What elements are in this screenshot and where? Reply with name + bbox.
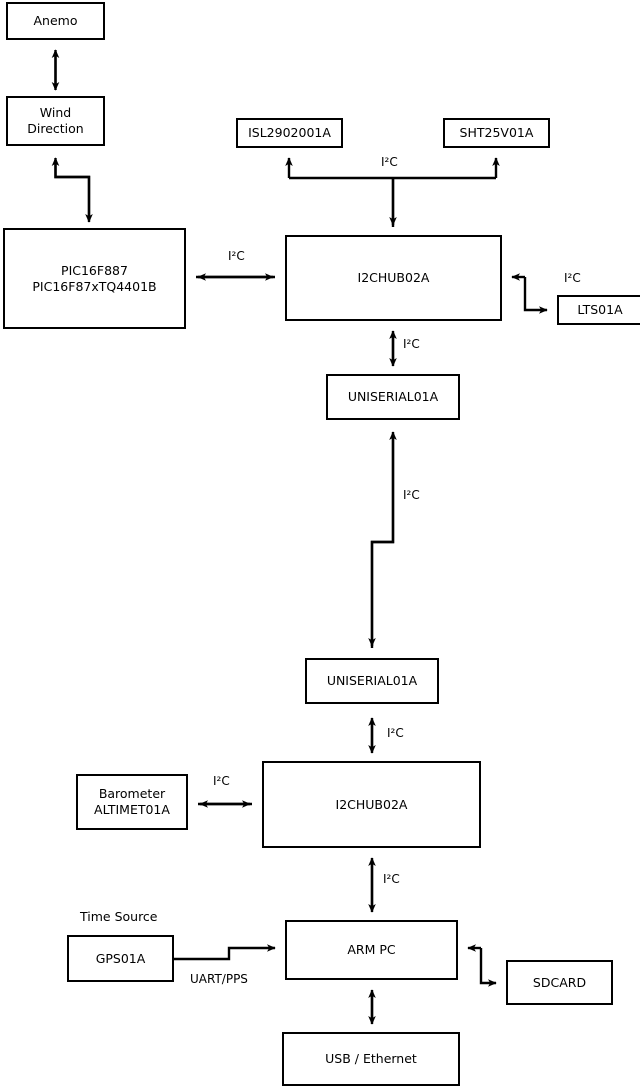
node-uniserial01a-top[interactable]: UNISERIAL01A (326, 374, 460, 420)
node-sdcard[interactable]: SDCARD (506, 960, 613, 1005)
node-anemo[interactable]: Anemo (6, 2, 105, 40)
label-i2c-hub-uniserial: I²C (403, 337, 420, 351)
label-i2c-pic-hub: I²C (228, 249, 245, 263)
wire-gps-armpc (174, 944, 276, 961)
node-arm-pc[interactable]: ARM PC (285, 920, 458, 980)
wire-armpc-sdcard (467, 944, 497, 987)
node-usb-ethernet[interactable]: USB / Ethernet (282, 1032, 460, 1086)
label-i2c-barometer: I²C (213, 774, 230, 788)
node-isl2902001a[interactable]: ISL2902001A (236, 118, 343, 148)
node-pic16f887[interactable]: PIC16F887 PIC16F87xTQ4401B (3, 228, 186, 329)
node-lts01a[interactable]: LTS01A (557, 295, 640, 325)
node-i2chub02a-bottom[interactable]: I2CHUB02A (262, 761, 481, 848)
node-gps01a[interactable]: GPS01A (67, 935, 174, 982)
label-i2c-lts: I²C (564, 271, 581, 285)
node-barometer-altimet01a[interactable]: Barometer ALTIMET01A (76, 774, 188, 830)
label-i2c-hubbot-armpc: I²C (383, 872, 400, 886)
label-i2c-uniserial-hubbot: I²C (387, 726, 404, 740)
node-wind-direction[interactable]: Wind Direction (6, 96, 105, 146)
node-uniserial01a-bottom[interactable]: UNISERIAL01A (305, 658, 439, 704)
label-time-source: Time Source (80, 909, 158, 924)
node-sht25v01a[interactable]: SHT25V01A (443, 118, 550, 148)
wire-uniserial-uniserial (368, 431, 397, 648)
label-i2c-uniserial-uniserial: I²C (403, 488, 420, 502)
label-i2c-bus-top: I²C (381, 155, 398, 169)
node-i2chub02a-top[interactable]: I2CHUB02A (285, 235, 502, 321)
label-uart-pps: UART/PPS (190, 972, 248, 986)
wire-hub-lts (511, 273, 548, 314)
wire-wind-pic (51, 157, 93, 223)
